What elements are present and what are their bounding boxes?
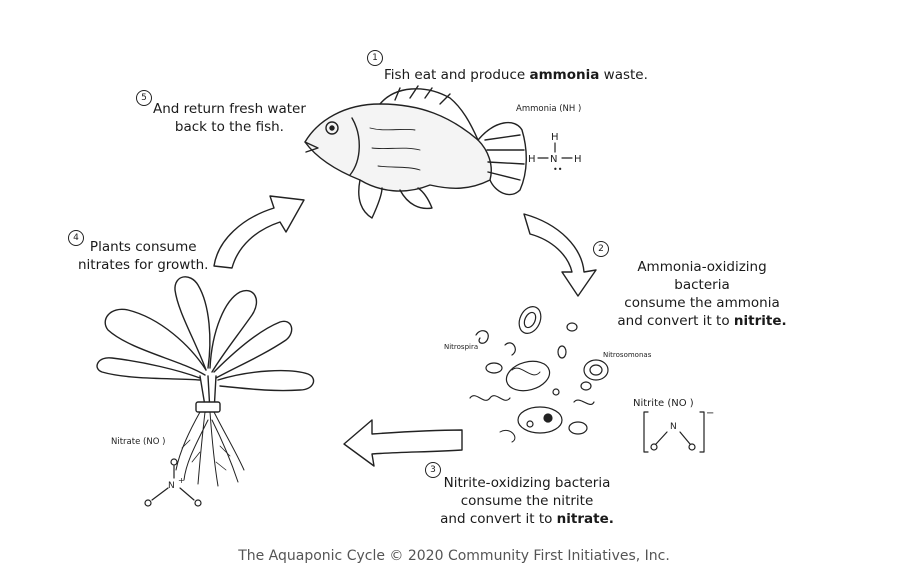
nitrite-molecule: N − xyxy=(643,408,714,453)
ammonia-label: Ammonia (NH ) xyxy=(516,104,582,114)
nitrate-molecule: N + xyxy=(144,458,202,507)
svg-text:••: •• xyxy=(553,165,562,174)
ammonia-molecule xyxy=(537,142,573,159)
nitrite-label: Nitrite (NO ) xyxy=(633,398,694,409)
ammonia-atoms: H H N H •• xyxy=(528,132,582,174)
step-1-text: Fish eat and produce ammonia waste. xyxy=(384,67,648,83)
nitrosomonas-label: Nitrosomonas xyxy=(603,351,652,359)
step-2-text: Ammonia-oxidizing bacteria consume the a… xyxy=(617,259,787,329)
svg-text:N: N xyxy=(550,154,557,165)
svg-text:N: N xyxy=(670,422,677,432)
step-4-number: 4 xyxy=(68,230,84,246)
svg-text:N: N xyxy=(168,481,175,491)
svg-text:H: H xyxy=(528,154,536,165)
svg-text:H: H xyxy=(574,154,582,165)
svg-text:+: + xyxy=(178,476,185,485)
step-3-text: Nitrite-oxidizing bacteria consume the n… xyxy=(440,475,614,527)
plant-illustration xyxy=(96,276,315,487)
arrow-plant-to-fish xyxy=(213,195,305,269)
nitrospira-label: Nitrospira xyxy=(444,343,479,351)
svg-text:−: − xyxy=(706,408,714,419)
step-2-number: 2 xyxy=(593,241,609,257)
arrow-fish-to-bacteria xyxy=(523,213,597,297)
svg-text:H: H xyxy=(551,132,559,143)
fish-illustration xyxy=(304,85,527,219)
step-1-number: 1 xyxy=(367,50,383,66)
nitrate-label: Nitrate (NO ) xyxy=(111,437,166,447)
step-5-number: 5 xyxy=(136,90,152,106)
diagram-caption: The Aquaponic Cycle © 2020 Community Fir… xyxy=(238,548,670,564)
arrow-bacteria-to-plant xyxy=(343,419,463,467)
step-3-number: 3 xyxy=(425,462,441,478)
bacteria-cluster xyxy=(469,306,609,443)
